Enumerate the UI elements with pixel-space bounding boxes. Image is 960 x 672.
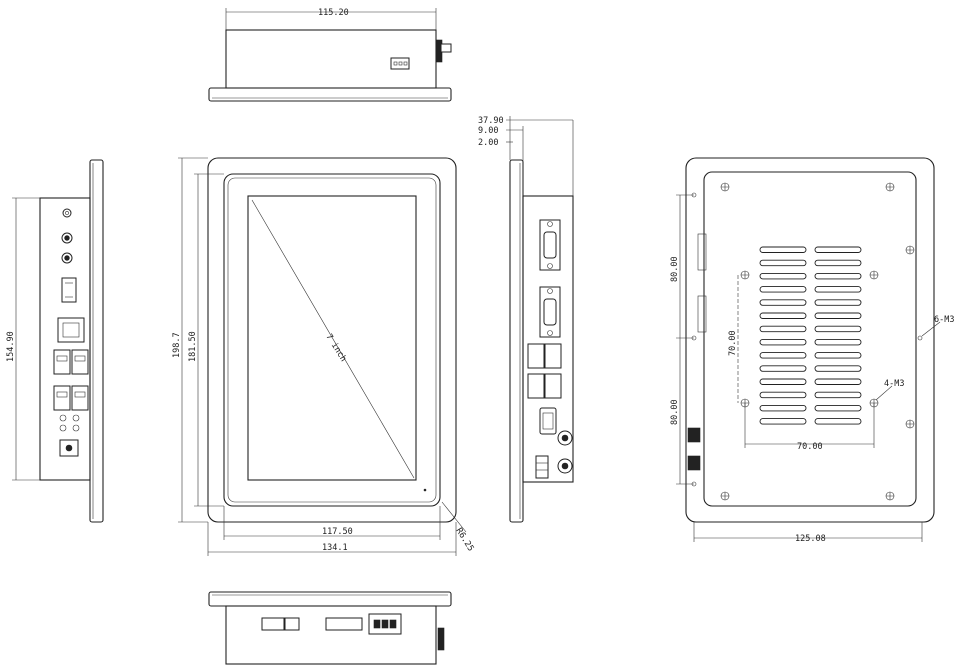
connector-port — [261, 617, 285, 631]
usb-port — [527, 343, 545, 369]
vent-slot — [814, 325, 862, 333]
dim-back-width: 125.08 — [795, 534, 826, 544]
dim-front-height-outer: 198.7 — [172, 332, 182, 358]
antenna-connector — [437, 627, 445, 651]
dim-front-width-inner: 117.50 — [322, 527, 353, 537]
ethernet-port — [57, 317, 85, 343]
dim-back-spacing-lower: 80.00 — [670, 399, 680, 425]
top-view: 115.20 — [208, 8, 452, 102]
vent-slot — [814, 272, 862, 280]
dim-top-width: 115.20 — [318, 8, 349, 18]
vent-slot — [759, 259, 807, 267]
dim-depth-bezel: 9.00 — [478, 126, 498, 136]
dim-depth-total: 37.90 — [478, 116, 504, 126]
dim-left-height: 154.90 — [6, 331, 16, 362]
vent-slot — [814, 391, 862, 399]
dim-corner-radius: R6.25 — [453, 526, 475, 553]
vent-slot — [759, 378, 807, 385]
back-view: 80.00 80.00 70.00 70.00 4-M3 6-M3 125.08 — [670, 157, 954, 544]
screen-size-label: 7 inch — [323, 332, 348, 363]
sd-card-slot — [61, 277, 77, 303]
pin-header — [535, 455, 549, 479]
vent-slot — [814, 378, 862, 385]
connector-port — [325, 617, 363, 631]
left-side-view: 154.90 — [6, 159, 104, 523]
vent-slot — [814, 286, 862, 293]
antenna-connector — [687, 427, 701, 443]
front-view: 7 inch 198.7 181.50 R6.25 117.50 134.1 — [172, 157, 475, 556]
vent-slot — [759, 286, 807, 293]
vent-slot — [814, 259, 862, 267]
vent-slot — [814, 418, 862, 425]
vent-slot — [759, 299, 807, 306]
vent-slot — [814, 299, 862, 306]
label-vesa-holes: 4-M3 — [884, 379, 904, 389]
dim-front-width-outer: 134.1 — [322, 543, 348, 553]
usb-port — [71, 385, 89, 411]
vent-slot — [759, 352, 807, 359]
dim-vesa-horizontal: 70.00 — [797, 442, 823, 452]
ventilation-slots — [759, 246, 862, 425]
display-area — [247, 195, 417, 481]
bottom-view — [208, 591, 452, 665]
vent-slot — [759, 272, 807, 280]
vent-slot — [759, 391, 807, 399]
dim-vesa-vertical: 70.00 — [728, 330, 738, 356]
vent-slot — [759, 312, 807, 319]
usb-port — [53, 385, 71, 411]
vent-slot — [814, 404, 862, 412]
db9-serial-port — [539, 286, 561, 338]
connector-port — [390, 57, 410, 70]
vent-slot — [759, 246, 807, 253]
vent-slot — [759, 365, 807, 372]
vent-slot — [814, 246, 862, 253]
usb-port — [53, 349, 71, 375]
vent-slot — [814, 365, 862, 372]
right-side-view: 37.90 9.00 2.00 — [478, 116, 574, 523]
usb-port — [544, 373, 562, 399]
db9-serial-port — [539, 219, 561, 271]
vent-slot — [759, 404, 807, 412]
antenna-connector — [687, 455, 701, 471]
vent-slot — [759, 418, 807, 425]
vent-slot — [814, 352, 862, 359]
vent-slot — [814, 338, 862, 346]
connector-port — [284, 617, 300, 631]
hdmi-port — [539, 407, 557, 435]
dim-depth-glass: 2.00 — [478, 138, 498, 148]
vent-slot — [814, 312, 862, 319]
usb-port — [71, 349, 89, 375]
usb-port — [527, 373, 545, 399]
label-mount-holes: 6-M3 — [934, 315, 954, 325]
mount-screws — [720, 182, 915, 501]
vent-slot — [759, 338, 807, 346]
dim-front-height-inner: 181.50 — [188, 331, 198, 362]
vent-slot — [759, 325, 807, 333]
dim-back-spacing-upper: 80.00 — [670, 256, 680, 282]
usb-port — [544, 343, 562, 369]
